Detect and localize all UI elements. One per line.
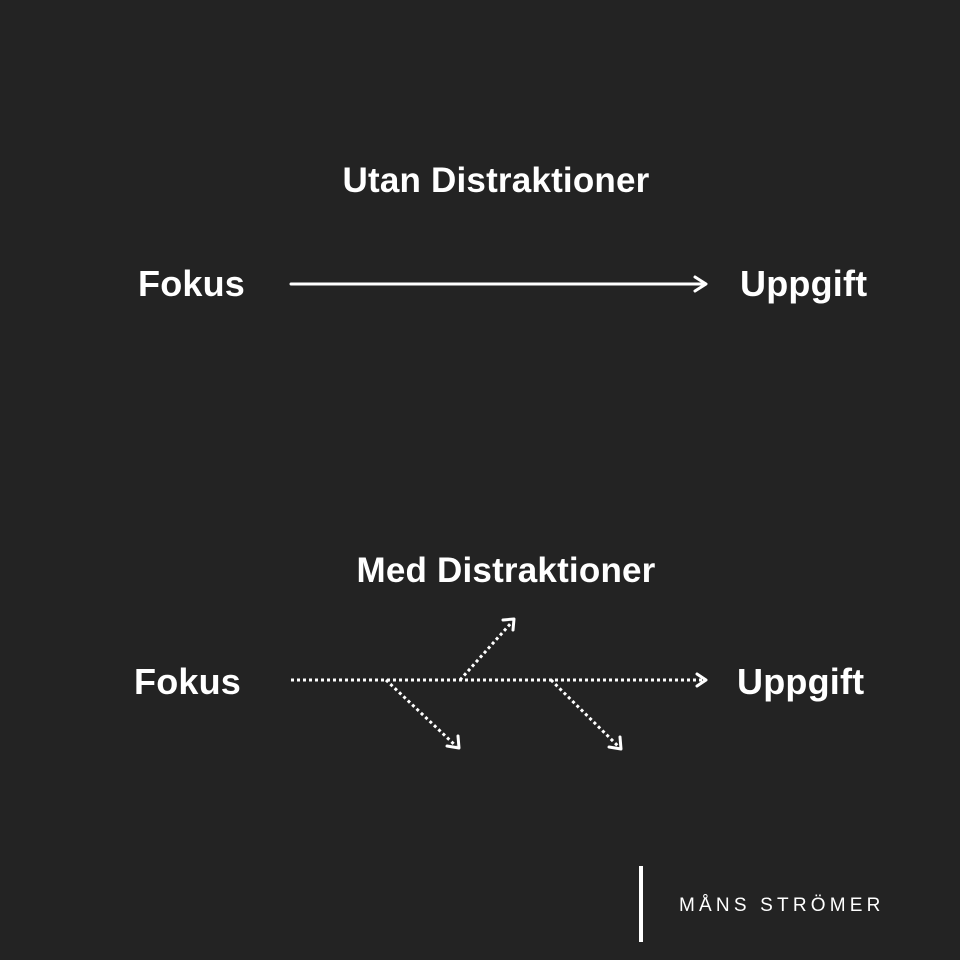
bottom-fokus-label: Fokus [134,661,242,702]
signature-divider [639,866,643,942]
bottom-uppgift-label: Uppgift [737,661,865,702]
top-section-title: Utan Distraktioner [342,161,650,200]
distraction-arrow-down-1 [384,678,461,750]
bottom-section-title: Med Distraktioner [356,551,656,590]
top-uppgift-label: Uppgift [740,263,868,304]
dotted-focus-arrow [291,672,708,688]
distraction-arrow-up [458,617,516,682]
author-signature: MÅNS STRÖMER [679,895,885,916]
solid-focus-arrow [289,275,708,293]
distraction-arrow-down-2 [549,678,623,751]
top-fokus-label: Fokus [138,263,246,304]
